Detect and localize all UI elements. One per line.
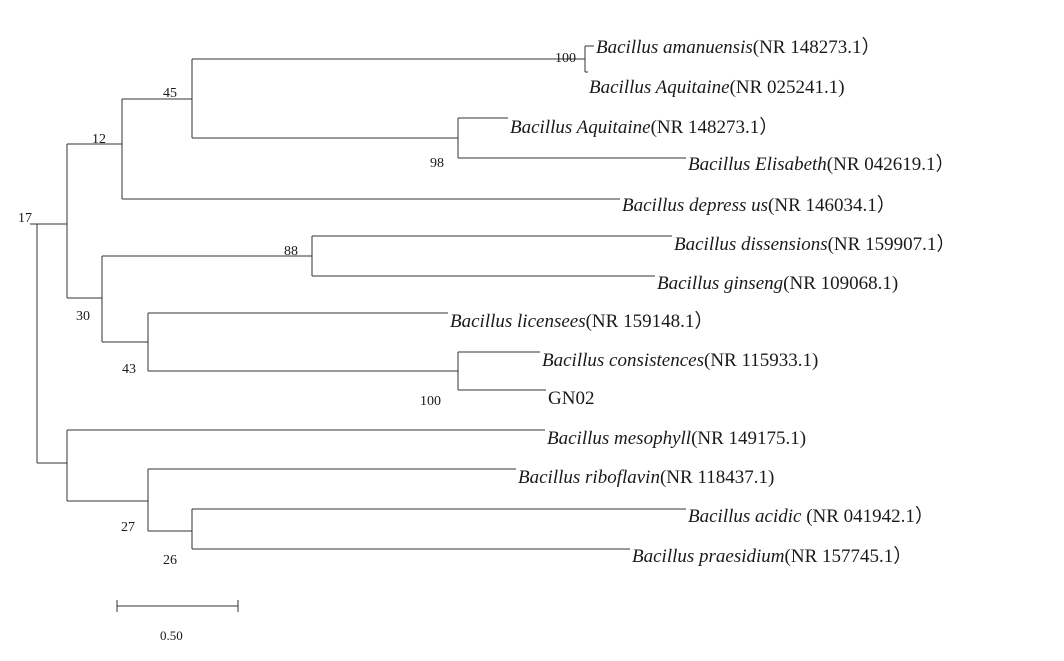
leaf-label: Bacillus licensees(NR 159148.1） (450, 310, 713, 332)
leaf-label: Bacillus Aquitaine(NR 025241.1) (589, 77, 845, 98)
leaf-species: Bacillus licensees (450, 311, 586, 332)
leaf-species: Bacillus Aquitaine (510, 117, 651, 138)
leaf-species: Bacillus riboflavin (518, 467, 660, 488)
bootstrap-value: 100 (555, 51, 576, 66)
leaf-label-gn02: GN02 (548, 388, 594, 409)
bootstrap-value: 43 (122, 362, 136, 377)
leaf-label: Bacillus depress us(NR 146034.1） (622, 194, 896, 216)
leaf-species: Bacillus mesophyll (547, 428, 691, 449)
leaf-accession: (NR 146034.1） (768, 194, 896, 216)
bootstrap-value: 45 (163, 86, 177, 101)
leaf-label: Bacillus mesophyll(NR 149175.1) (547, 428, 806, 449)
leaf-label: Bacillus dissensions(NR 159907.1） (674, 233, 955, 255)
leaf-accession: (NR 109068.1) (783, 273, 898, 294)
leaf-species: Bacillus amanuensis (596, 37, 753, 58)
leaf-label: Bacillus ginseng(NR 109068.1) (657, 273, 898, 294)
leaf-accession: (NR 118437.1) (660, 467, 774, 488)
leaf-accession: (NR 149175.1) (691, 428, 806, 449)
bootstrap-value: 17 (18, 211, 32, 226)
leaf-accession: (NR 025241.1) (730, 77, 845, 98)
leaf-accession: (NR 115933.1) (704, 350, 818, 371)
leaf-species: Bacillus praesidium (632, 546, 785, 567)
leaf-accession: (NR 159148.1） (586, 310, 714, 332)
bootstrap-value: 12 (92, 132, 106, 147)
leaf-accession: (NR 148273.1） (753, 36, 881, 58)
leaf-accession: (NR 157745.1） (785, 545, 913, 567)
leaf-label: Bacillus Elisabeth(NR 042619.1） (688, 153, 955, 175)
leaf-species: Bacillus depress us (622, 195, 768, 216)
tree-branches (30, 45, 686, 550)
bootstrap-values: 100 45 98 12 17 88 30 43 100 27 26 (18, 51, 576, 568)
leaf-label: Bacillus riboflavin(NR 118437.1) (518, 467, 774, 488)
leaf-label: Bacillus praesidium(NR 157745.1） (632, 545, 912, 567)
bootstrap-value: 98 (430, 156, 444, 171)
leaf-species: Bacillus consistences (542, 350, 704, 371)
leaf-species: Bacillus acidic (688, 506, 806, 527)
leaf-accession: (NR 148273.1） (651, 116, 779, 138)
scale-bar-label: 0.50 (160, 628, 183, 643)
leaf-species: Bacillus Aquitaine (589, 77, 730, 98)
bootstrap-value: 88 (284, 244, 298, 259)
leaf-accession: (NR 041942.1） (806, 505, 934, 527)
leaf-species: Bacillus dissensions (674, 234, 828, 255)
scale-bar: 0.50 (116, 600, 239, 643)
leaf-label: Bacillus consistences(NR 115933.1) (542, 350, 818, 371)
leaf-label: Bacillus acidic (NR 041942.1） (688, 505, 934, 527)
leaf-label: Bacillus amanuensis(NR 148273.1） (596, 36, 880, 58)
leaf-accession: (NR 159907.1） (828, 233, 956, 255)
bootstrap-value: 26 (163, 553, 177, 568)
leaf-labels: Bacillus amanuensis(NR 148273.1） Bacillu… (450, 36, 955, 567)
leaf-species: Bacillus Elisabeth (688, 154, 827, 175)
leaf-accession: (NR 042619.1） (827, 153, 955, 175)
bootstrap-value: 100 (420, 394, 441, 409)
bootstrap-value: 30 (76, 309, 90, 324)
leaf-label: Bacillus Aquitaine(NR 148273.1） (510, 116, 778, 138)
bootstrap-value: 27 (121, 520, 135, 535)
leaf-species: Bacillus ginseng (657, 273, 783, 294)
